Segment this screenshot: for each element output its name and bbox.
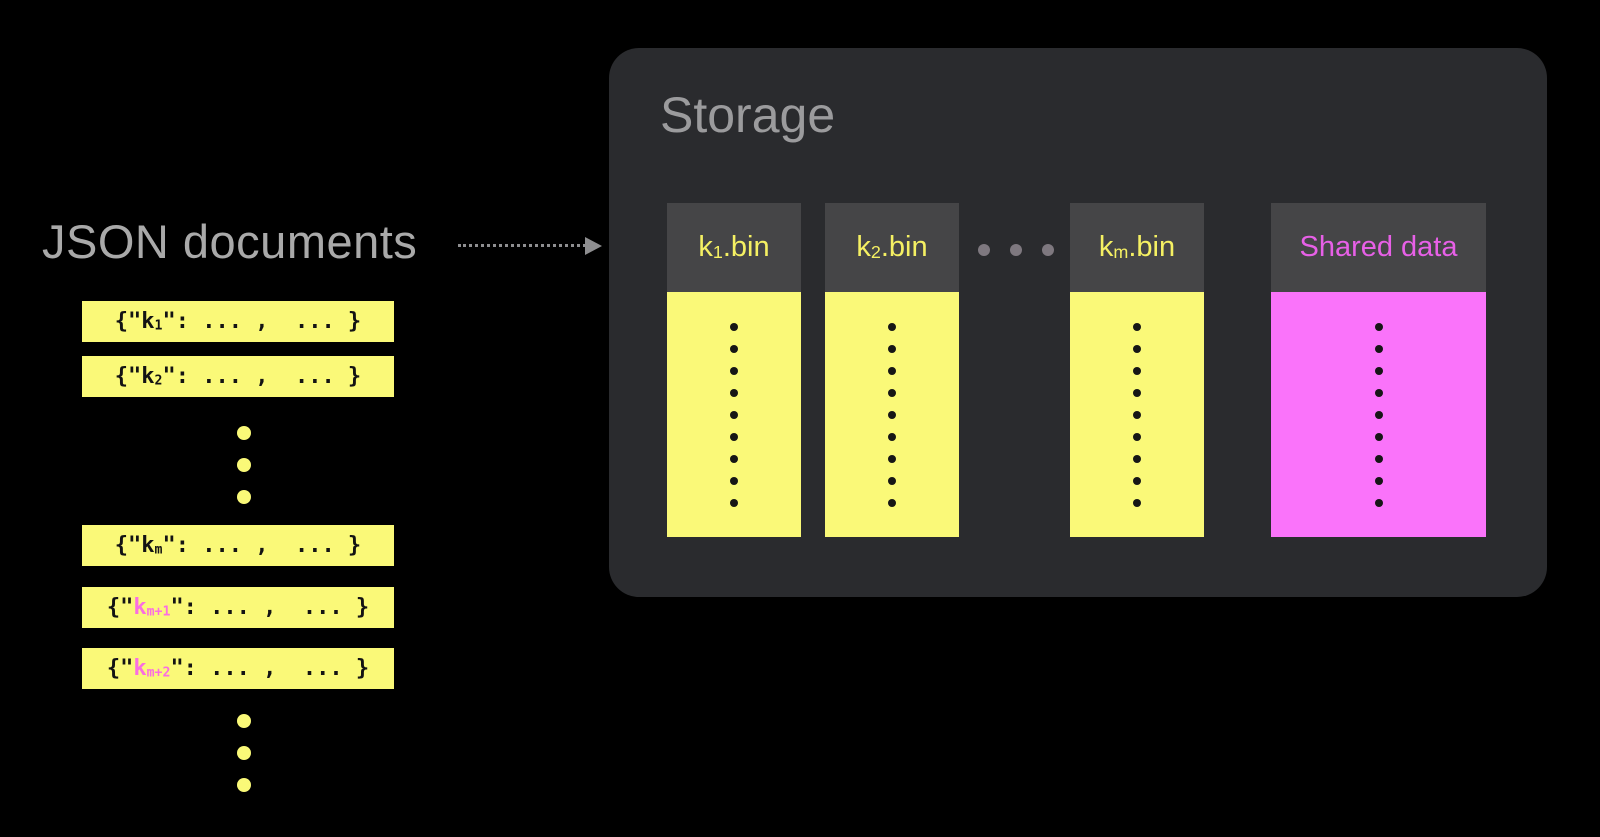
json-documents-title: JSON documents	[42, 215, 418, 268]
dot	[978, 244, 990, 256]
bin-km-header: km.bin	[1070, 203, 1204, 292]
dot	[1374, 388, 1383, 397]
dot	[730, 454, 738, 463]
ellipsis-vertical-docs-bottom	[237, 714, 251, 792]
json-doc-row-km2: {"km+2": ... , ... }	[82, 648, 394, 689]
json-doc-text: {"k1": ... , ... }	[114, 308, 362, 334]
dot	[237, 714, 251, 728]
dot	[1133, 432, 1141, 441]
bin-k1-body	[667, 292, 801, 537]
dot	[237, 458, 251, 472]
dot	[237, 426, 251, 440]
dot	[888, 322, 896, 331]
dot	[888, 498, 896, 507]
dot	[237, 746, 251, 760]
arrow-dotted-line	[458, 244, 586, 247]
dot	[730, 498, 738, 507]
dot	[1133, 322, 1141, 331]
bin-km-label: km.bin	[1098, 231, 1176, 263]
dot	[1374, 498, 1383, 507]
json-doc-row-k1: {"k1": ... , ... }	[82, 301, 394, 342]
dot	[888, 388, 896, 397]
dot	[888, 432, 896, 441]
storage-title: Storage	[660, 87, 836, 143]
json-doc-row-km: {"km": ... , ... }	[82, 525, 394, 566]
dot	[888, 344, 896, 353]
bin-km: km.bin	[1070, 203, 1204, 537]
json-doc-text: {"km+1": ... , ... }	[106, 594, 370, 620]
dot	[730, 322, 738, 331]
bin-k1: k1.bin	[667, 203, 801, 537]
ellipsis-horizontal-bins	[978, 244, 1054, 256]
dot	[730, 410, 738, 419]
arrow-head-icon	[585, 237, 602, 255]
bin-k1-header: k1.bin	[667, 203, 801, 292]
dot	[1133, 366, 1141, 375]
dot	[1374, 344, 1383, 353]
ellipsis-vertical-docs-top	[237, 426, 251, 504]
dot	[1133, 344, 1141, 353]
dot	[730, 388, 738, 397]
json-doc-text: {"km+2": ... , ... }	[106, 655, 370, 681]
json-doc-text: {"k2": ... , ... }	[114, 363, 362, 389]
json-doc-text: {"km": ... , ... }	[114, 532, 362, 558]
dot	[1374, 322, 1383, 331]
dot	[730, 344, 738, 353]
json-doc-row-km1: {"km+1": ... , ... }	[82, 587, 394, 628]
bin-k2-header: k2.bin	[825, 203, 959, 292]
dot	[888, 410, 896, 419]
bin-shared-data-label: Shared data	[1299, 231, 1458, 263]
dot	[1133, 454, 1141, 463]
dot	[1374, 432, 1383, 441]
bin-shared-data-body	[1271, 292, 1486, 537]
dot	[730, 476, 738, 485]
bin-k2-body	[825, 292, 959, 537]
dot	[1010, 244, 1022, 256]
dot	[1374, 454, 1383, 463]
dot	[1374, 476, 1383, 485]
storage-box: Storage k1.bin k2.bin km.bin Shared data	[609, 48, 1547, 597]
json-doc-row-k2: {"k2": ... , ... }	[82, 356, 394, 397]
dot	[1042, 244, 1054, 256]
dot	[1133, 388, 1141, 397]
dot	[730, 432, 738, 441]
bin-shared-data-header: Shared data	[1271, 203, 1486, 292]
dot	[888, 454, 896, 463]
dot	[1374, 410, 1383, 419]
bin-km-body	[1070, 292, 1204, 537]
dot	[888, 366, 896, 375]
dot	[1133, 498, 1141, 507]
dot	[1133, 410, 1141, 419]
dot	[1133, 476, 1141, 485]
bin-k2-label: k2.bin	[856, 231, 928, 263]
dot	[730, 366, 738, 375]
dot	[237, 490, 251, 504]
dot	[1374, 366, 1383, 375]
bin-k2: k2.bin	[825, 203, 959, 537]
bin-shared-data: Shared data	[1271, 203, 1486, 537]
bin-k1-label: k1.bin	[698, 231, 770, 263]
dot	[237, 778, 251, 792]
dot	[888, 476, 896, 485]
